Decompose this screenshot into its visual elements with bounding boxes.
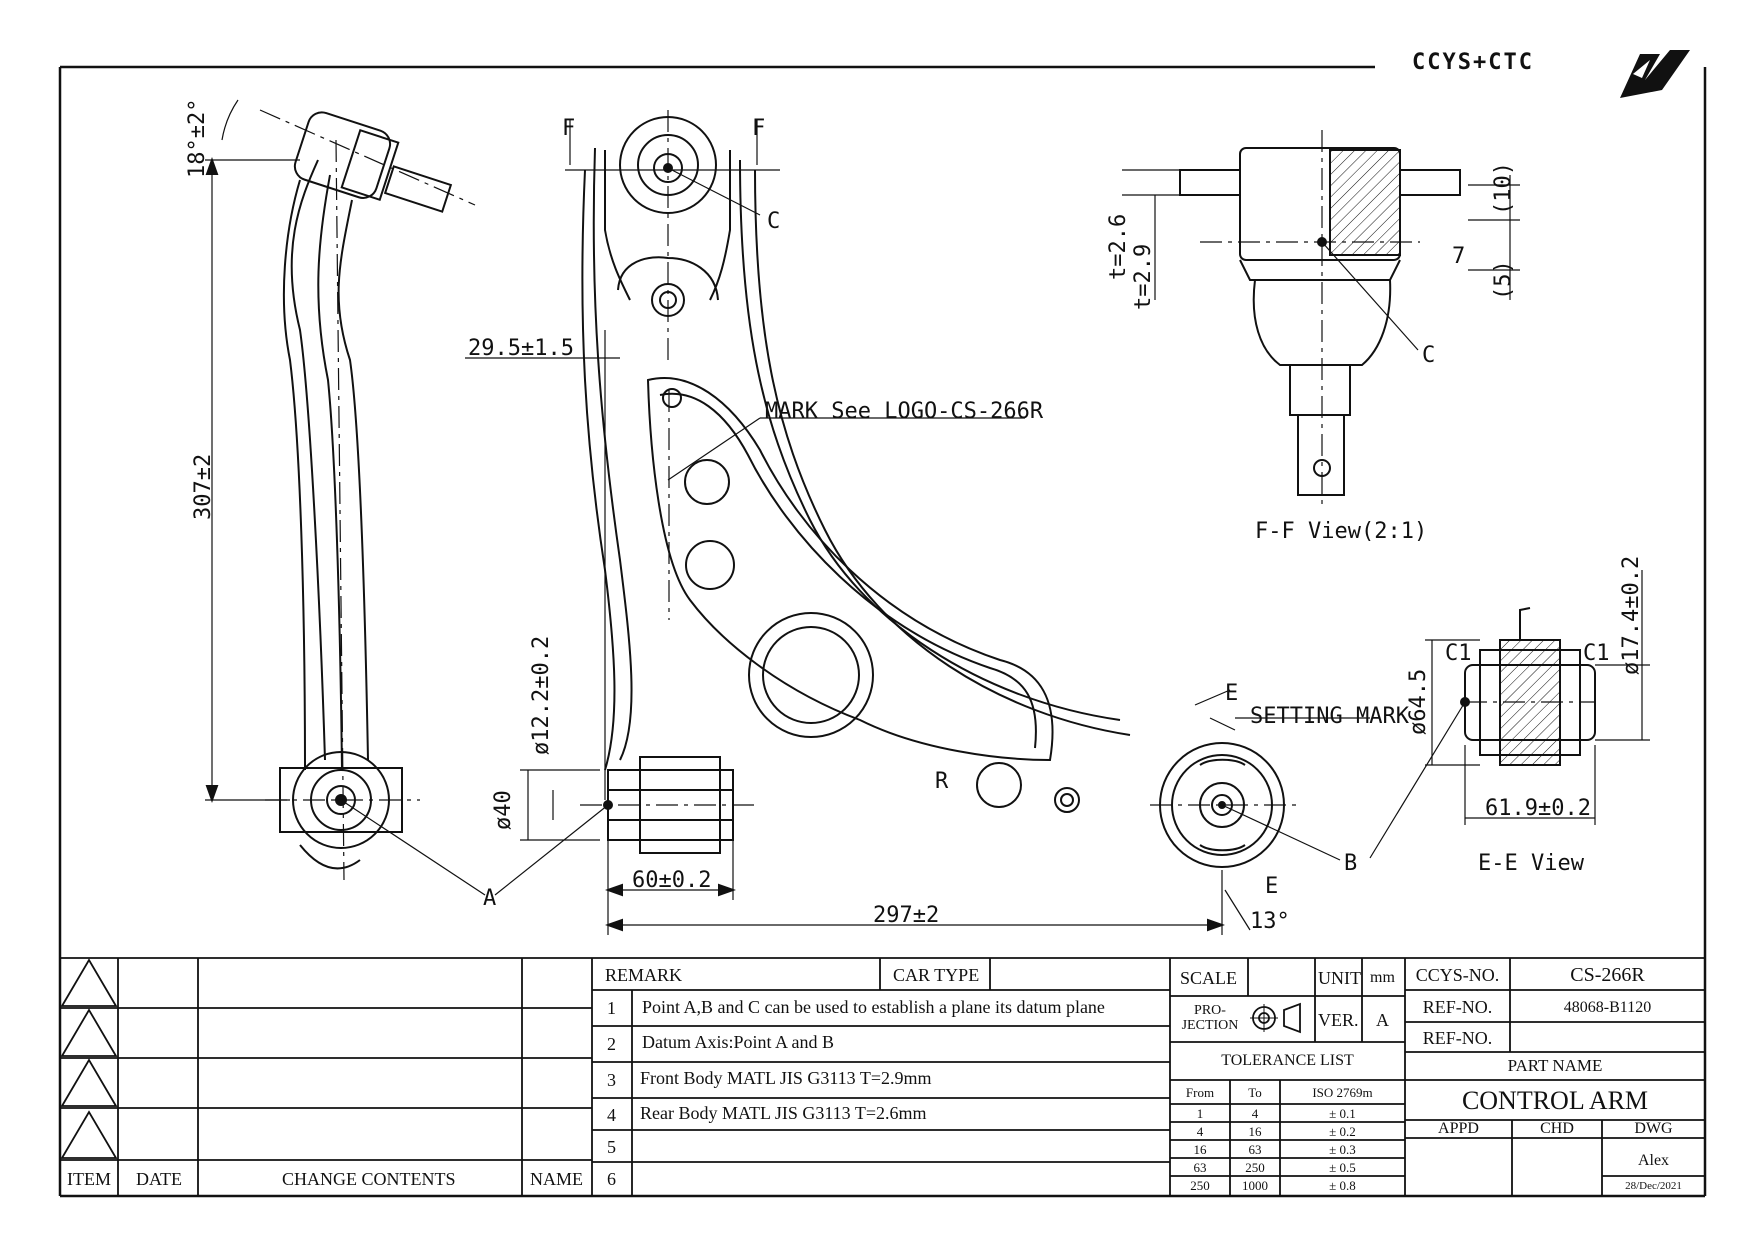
drawing-date: 28/Dec/2021 <box>1625 1180 1682 1192</box>
angle-dim-label: 18°±2° <box>185 99 210 178</box>
part-name-label: PART NAME <box>1507 1056 1603 1075</box>
ee-outer-diameter: ø64.5 <box>1406 669 1431 735</box>
height-dim-label: 307±2 <box>191 454 216 520</box>
ff-thickness-1: t=2.6 <box>1106 214 1131 280</box>
tol-cell: 16 <box>1248 1124 1262 1139</box>
point-r-label: R <box>935 769 949 794</box>
point-a-label: A <box>483 886 496 911</box>
remark-row-text: Point A,B and C can be used to establish… <box>642 997 1105 1017</box>
tol-cell: 1 <box>1196 1106 1204 1121</box>
remark-row-no: 1 <box>607 998 616 1018</box>
remark-row-no: 3 <box>607 1070 616 1090</box>
stylized-wing-logo <box>1620 50 1690 98</box>
point-c2-label: C <box>1422 343 1435 368</box>
title-block-grid <box>60 957 1705 1196</box>
ee-section-view <box>1369 570 1650 859</box>
brand-logo-text: CCYS+CTC <box>1412 50 1534 75</box>
tol-cell: 63 <box>1248 1142 1262 1157</box>
tol-cell: ± 0.3 <box>1329 1142 1356 1157</box>
rev-header-date: DATE <box>136 1169 182 1189</box>
ee-view-title: E-E View <box>1478 851 1585 876</box>
setting-mark-label: SETTING MARK <box>1250 704 1410 729</box>
ee-width: 61.9±0.2 <box>1485 796 1591 821</box>
section-e-top: E <box>1225 681 1238 706</box>
tol-cell: 63 <box>1193 1160 1207 1175</box>
unit-value: mm <box>1370 969 1395 986</box>
ver-label: VER. <box>1318 1010 1359 1030</box>
tol-cell: 4 <box>1251 1106 1259 1121</box>
bore-diameter-label: ø12.2±0.2 <box>529 636 554 755</box>
remark-row-no: 4 <box>607 1105 616 1125</box>
ff-view-title: F-F View(2:1) <box>1255 519 1427 544</box>
tol-cell: 4 <box>1196 1124 1204 1139</box>
unit-label: UNIT <box>1318 968 1361 988</box>
projection-label: PRO- JECTION <box>1181 1003 1239 1034</box>
remark-row-no: 5 <box>607 1137 616 1157</box>
dwg-value: Alex <box>1637 1152 1670 1169</box>
point-b-label: B <box>1344 851 1357 876</box>
tol-cell: 16 <box>1193 1142 1207 1157</box>
offset-dim-label: 29.5±1.5 <box>468 336 574 361</box>
tol-cell: 250 <box>1190 1178 1210 1193</box>
bushing-width-label: 60±0.2 <box>632 868 711 893</box>
ee-inner-diameter: ø17.4±0.2 <box>1619 556 1644 675</box>
ff-dim-7: 7 <box>1452 244 1465 269</box>
section-f-right: F <box>752 116 765 141</box>
tolerance-title: TOLERANCE LIST <box>1221 1052 1354 1069</box>
tol-header-from: From <box>1185 1085 1215 1100</box>
appd-label: APPD <box>1438 1120 1479 1137</box>
ff-dim-10: (10) <box>1491 162 1516 215</box>
brand-logo: CCYS+CTC <box>1412 50 1562 84</box>
ref-no-label-2: REF-NO. <box>1422 1028 1493 1048</box>
remark-row-text: Datum Axis:Point A and B <box>642 1032 835 1052</box>
ee-chamfer-left: C1 <box>1445 641 1472 666</box>
main-view <box>465 110 1370 935</box>
part-name-value: CONTROL ARM <box>1461 1086 1649 1115</box>
ee-chamfer-right: C1 <box>1583 641 1610 666</box>
total-width-label: 297±2 <box>873 903 939 928</box>
point-c-label: C <box>767 209 780 234</box>
remark-row-no: 2 <box>607 1034 616 1054</box>
tol-cell: ± 0.8 <box>1329 1178 1356 1193</box>
rev-header-change: CHANGE CONTENTS <box>282 1169 456 1189</box>
tol-cell: 1000 <box>1242 1178 1268 1193</box>
section-f-left: F <box>562 116 575 141</box>
ff-thickness-2: t=2.9 <box>1131 244 1156 310</box>
angle-e-label: 13° <box>1250 909 1290 934</box>
chd-label: CHD <box>1540 1120 1574 1137</box>
ref-no-label-1: REF-NO. <box>1422 997 1493 1017</box>
tol-cell: 250 <box>1245 1160 1265 1175</box>
tol-cell: ± 0.2 <box>1329 1124 1356 1139</box>
ref-no-value-1: 48068-B1120 <box>1563 999 1652 1016</box>
tol-cell: ± 0.1 <box>1329 1106 1356 1121</box>
remark-header: REMARK <box>605 965 683 985</box>
ver-value: A <box>1376 1010 1389 1030</box>
dwg-label: DWG <box>1634 1120 1673 1137</box>
remark-row-no: 6 <box>607 1169 616 1189</box>
mark-note-label: MARK See LOGO-CS-266R <box>765 399 1044 424</box>
section-e-bottom: E <box>1265 874 1278 899</box>
tol-header-to: To <box>1248 1085 1262 1100</box>
side-view <box>205 99 486 896</box>
ccys-no-value: CS-266R <box>1570 964 1645 986</box>
ff-dim-5: (5) <box>1491 260 1516 300</box>
scale-label: SCALE <box>1180 968 1238 988</box>
rev-header-name: NAME <box>530 1169 583 1189</box>
bushing-diameter-label: ø40 <box>491 790 516 830</box>
ff-section-view <box>1122 130 1520 510</box>
rev-header-item: ITEM <box>67 1169 111 1189</box>
ccys-no-label: CCYS-NO. <box>1415 965 1500 985</box>
remark-row-text: Rear Body MATL JIS G3113 T=2.6mm <box>640 1103 927 1123</box>
car-type-header: CAR TYPE <box>893 965 980 985</box>
tol-cell: ± 0.5 <box>1329 1160 1356 1175</box>
remark-row-text: Front Body MATL JIS G3113 T=2.9mm <box>640 1068 932 1088</box>
tol-header-iso: ISO 2769m <box>1312 1085 1373 1100</box>
